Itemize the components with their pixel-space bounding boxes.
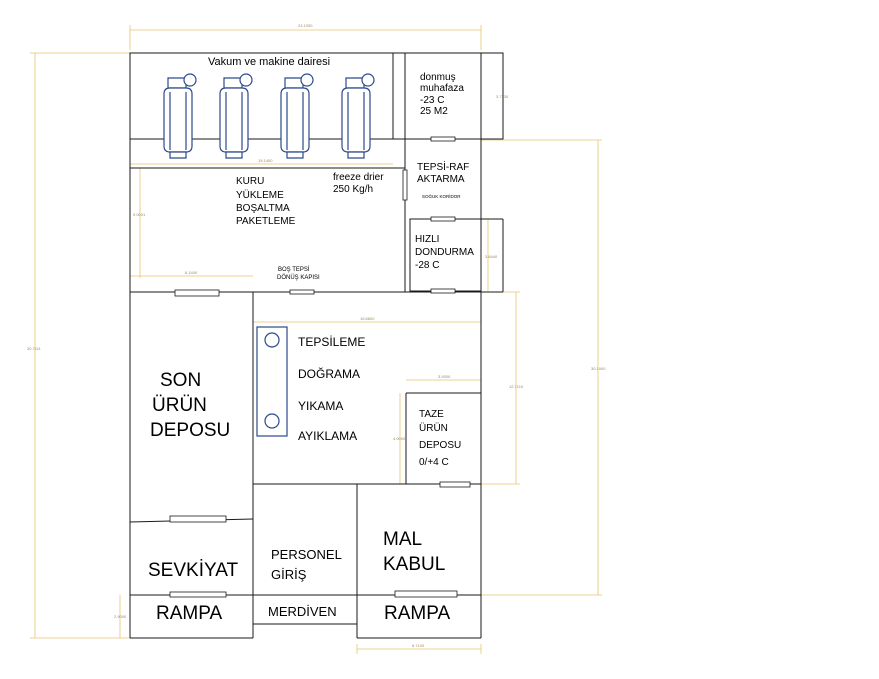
- label-ramp-left: RAMPA: [156, 603, 222, 624]
- processing-table: [256, 326, 288, 437]
- svg-text:YIKAMA: YIKAMA: [298, 399, 343, 413]
- door-fresh-storage: [439, 481, 471, 488]
- svg-text:BOŞALTMA: BOŞALTMA: [236, 203, 290, 214]
- door-frozen-storage: [430, 136, 456, 142]
- door-quick-freeze-top: [430, 216, 456, 222]
- svg-text:-23 C: -23 C: [420, 95, 444, 106]
- svg-text:-28 C: -28 C: [415, 260, 439, 271]
- label-shipping: SEVKİYAT: [148, 560, 238, 581]
- svg-text:25 M2: 25 M2: [420, 106, 448, 117]
- svg-text:ÜRÜN: ÜRÜN: [419, 422, 448, 434]
- svg-text:250 Kg/h: 250 Kg/h: [333, 184, 373, 195]
- svg-text:PERSONEL: PERSONEL: [271, 547, 342, 562]
- dim-right-height: 30.1000: [591, 366, 606, 371]
- svg-text:HIZLI: HIZLI: [415, 234, 439, 245]
- svg-text:MAL: MAL: [383, 529, 422, 550]
- svg-text:KABUL: KABUL: [383, 554, 445, 575]
- vacuum-tank-1: [163, 73, 197, 159]
- dim-fresh-width: 3.9300: [438, 374, 451, 379]
- door-empty-tray: [289, 289, 315, 295]
- svg-text:DÖNÜŞ KAPISI: DÖNÜŞ KAPISI: [277, 274, 320, 281]
- svg-text:DEPOSU: DEPOSU: [419, 440, 461, 451]
- dim-middle-width: 15.1400: [258, 158, 273, 163]
- dim-bottom-right-width: 6.7100: [412, 643, 425, 648]
- svg-text:0/+4 C: 0/+4 C: [419, 457, 449, 468]
- svg-text:donmuş: donmuş: [420, 72, 456, 83]
- door-freeze-drier: [402, 169, 408, 201]
- dim-top-width: 23.1930: [298, 23, 313, 28]
- vacuum-tank-4: [341, 73, 375, 159]
- label-cold-corridor: SOĞUK KORİDOR: [422, 193, 461, 199]
- svg-text:AKTARMA: AKTARMA: [417, 174, 465, 185]
- label-dry-zone: KURU YÜKLEME BOŞALTMA PAKETLEME: [236, 176, 296, 227]
- label-staff-entry: PERSONEL GİRİŞ: [271, 547, 342, 582]
- label-quick-freeze: HIZLI DONDURMA -28 C: [415, 234, 474, 271]
- label-fresh-storage: TAZE ÜRÜN DEPOSU 0/+4 C: [419, 409, 461, 468]
- svg-text:AYIKLAMA: AYIKLAMA: [298, 429, 357, 443]
- svg-text:TAZE: TAZE: [419, 409, 444, 420]
- door-quick-freeze-bottom: [430, 288, 456, 294]
- door-shipping: [169, 591, 227, 598]
- svg-text:YÜKLEME: YÜKLEME: [236, 189, 284, 201]
- svg-text:BOŞ TEPSİ: BOŞ TEPSİ: [278, 266, 310, 273]
- svg-text:DONDURMA: DONDURMA: [415, 247, 474, 258]
- svg-text:TEPSİLEME: TEPSİLEME: [298, 335, 365, 349]
- vacuum-tank-2: [219, 73, 253, 159]
- door-receiving: [394, 590, 458, 598]
- dim-ramp-height: 2.9000: [114, 614, 127, 619]
- dim-process-width: 15.6600: [360, 316, 375, 321]
- dim-quick-height: 3.6440: [485, 254, 498, 259]
- label-processing: TEPSİLEME DOĞRAMA YIKAMA AYIKLAMA: [298, 335, 365, 443]
- label-goods-receiving: MAL KABUL: [383, 529, 445, 575]
- dim-dry-height: 9.0001: [133, 212, 146, 217]
- svg-text:TEPSİ-RAF: TEPSİ-RAF: [417, 160, 469, 173]
- svg-text:DOĞRAMA: DOĞRAMA: [298, 366, 360, 381]
- dim-left-lower-width: 6.1400: [185, 270, 198, 275]
- label-empty-tray-door: BOŞ TEPSİ DÖNÜŞ KAPISI: [277, 266, 320, 281]
- dim-process-height: 12.7110: [509, 384, 524, 389]
- vacuum-tanks: [163, 73, 375, 159]
- svg-text:SON: SON: [160, 370, 201, 391]
- svg-text:ÜRÜN: ÜRÜN: [152, 395, 207, 416]
- svg-text:muhafaza: muhafaza: [420, 83, 464, 94]
- svg-text:freeze drier: freeze drier: [333, 172, 384, 183]
- dim-fresh-height: 4.0000: [393, 436, 406, 441]
- label-stairs: MERDİVEN: [268, 604, 337, 619]
- door-final-product-top: [174, 289, 220, 297]
- label-frozen-storage: donmuş muhafaza -23 C 25 M2: [420, 72, 464, 117]
- door-final-product-bottom: [169, 515, 227, 523]
- dim-overall-height: 30.7111: [27, 346, 42, 351]
- label-vacuum-room: Vakum ve makine dairesi: [208, 56, 330, 68]
- svg-text:DEPOSU: DEPOSU: [150, 420, 230, 441]
- label-freeze-drier: freeze drier 250 Kg/h: [333, 172, 384, 195]
- svg-text:KURU: KURU: [236, 176, 264, 187]
- doors: [169, 136, 471, 598]
- label-tray-transfer: TEPSİ-RAF AKTARMA: [417, 160, 469, 185]
- label-ramp-right: RAMPA: [384, 603, 450, 624]
- svg-text:PAKETLEME: PAKETLEME: [236, 216, 296, 227]
- vacuum-tank-3: [280, 73, 314, 159]
- svg-text:GİRİŞ: GİRİŞ: [271, 567, 307, 582]
- label-final-product: SON ÜRÜN DEPOSU: [150, 370, 230, 441]
